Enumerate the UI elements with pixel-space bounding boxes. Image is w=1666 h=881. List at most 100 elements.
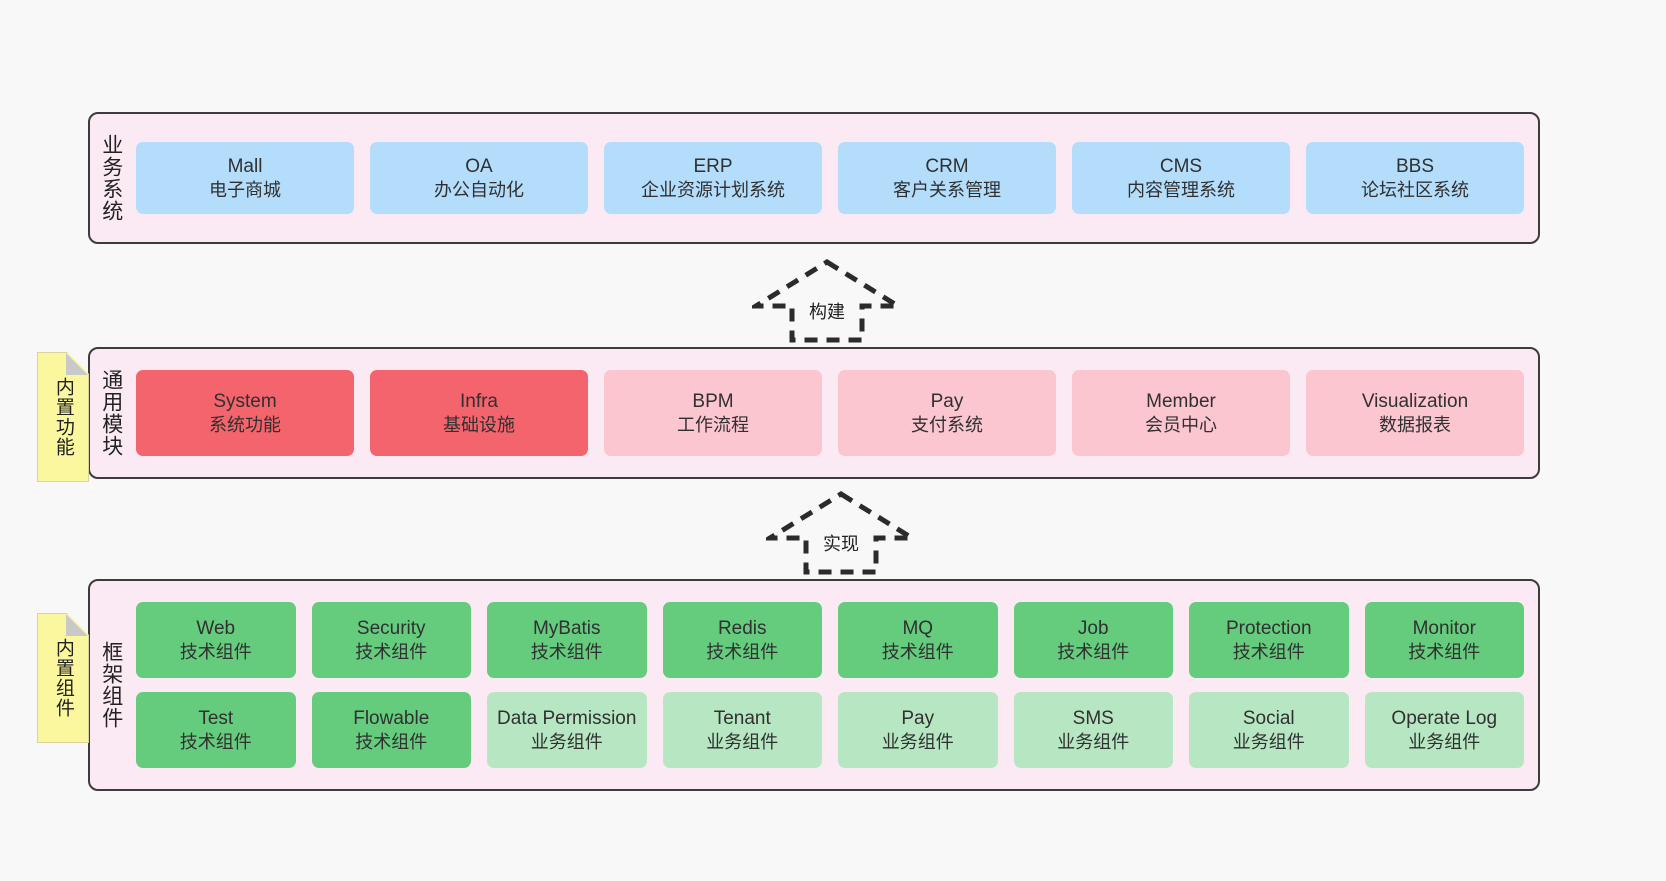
card-web-subtitle: 技术组件	[179, 641, 252, 662]
card-protection-title: Protection	[1225, 617, 1312, 639]
card-pay-module-subtitle: 支付系统	[911, 414, 983, 435]
card-mybatis-title: MyBatis	[532, 617, 601, 639]
card-test[interactable]: Test 技术组件	[136, 692, 296, 768]
card-visualization-subtitle: 数据报表	[1379, 414, 1451, 435]
card-sms-subtitle: 业务组件	[1057, 731, 1130, 752]
card-cms-title: CMS	[1159, 155, 1203, 177]
card-operate-log-subtitle: 业务组件	[1408, 731, 1481, 752]
note-builtin-components-label: 内置组件	[52, 638, 74, 718]
card-flowable-subtitle: 技术组件	[355, 731, 428, 752]
card-bbs[interactable]: BBS 论坛社区系统	[1306, 142, 1524, 214]
card-mq[interactable]: MQ 技术组件	[838, 602, 998, 678]
card-flowable[interactable]: Flowable 技术组件	[311, 692, 471, 768]
framework-tech-row: Web 技术组件 Security 技术组件 MyBatis 技术组件 Redi…	[136, 602, 1524, 678]
card-member-subtitle: 会员中心	[1145, 414, 1217, 435]
note-fold-corner-icon	[66, 353, 88, 375]
card-oa[interactable]: OA 办公自动化	[370, 142, 588, 214]
card-pay-component-title: Pay	[901, 707, 935, 729]
layer-framework-component-label: 框架组件	[99, 641, 123, 729]
card-sms-title: SMS	[1072, 707, 1114, 729]
card-tenant[interactable]: Tenant 业务组件	[662, 692, 822, 768]
card-security[interactable]: Security 技术组件	[311, 602, 471, 678]
card-tenant-subtitle: 业务组件	[706, 731, 779, 752]
card-cms[interactable]: CMS 内容管理系统	[1072, 142, 1290, 214]
card-social-title: Social	[1242, 707, 1295, 729]
card-flowable-title: Flowable	[353, 707, 430, 729]
card-oa-title: OA	[465, 155, 493, 177]
card-data-permission-title: Data Permission	[497, 707, 637, 729]
card-pay-module[interactable]: Pay 支付系统	[838, 370, 1056, 456]
card-pay-component[interactable]: Pay 业务组件	[838, 692, 998, 768]
card-operate-log-title: Operate Log	[1391, 707, 1498, 729]
card-web-title: Web	[196, 617, 236, 639]
card-monitor-title: Monitor	[1412, 617, 1476, 639]
card-visualization-title: Visualization	[1361, 390, 1469, 412]
card-sms[interactable]: SMS 业务组件	[1013, 692, 1173, 768]
card-erp-title: ERP	[693, 155, 733, 177]
card-redis[interactable]: Redis 技术组件	[662, 602, 822, 678]
card-mall-title: Mall	[227, 155, 263, 177]
card-erp[interactable]: ERP 企业资源计划系统	[604, 142, 822, 214]
card-system-title: System	[213, 390, 277, 412]
arrow-build-icon	[747, 259, 907, 343]
card-infra-subtitle: 基础设施	[443, 414, 515, 435]
card-system-subtitle: 系统功能	[209, 414, 281, 435]
card-erp-subtitle: 企业资源计划系统	[641, 179, 785, 200]
layer-common-module-body: System 系统功能 Infra 基础设施 BPM 工作流程 Pay 支付系统…	[132, 349, 1538, 477]
card-social-subtitle: 业务组件	[1232, 731, 1305, 752]
note-builtin-features: 内置功能	[37, 352, 89, 482]
card-infra[interactable]: Infra 基础设施	[370, 370, 588, 456]
card-mall-subtitle: 电子商城	[209, 179, 281, 200]
card-test-title: Test	[198, 707, 234, 729]
card-mybatis[interactable]: MyBatis 技术组件	[487, 602, 647, 678]
card-redis-subtitle: 技术组件	[706, 641, 779, 662]
layer-business-system: 业务系统 Mall 电子商城 OA 办公自动化 ERP 企业资源计划系统 CRM	[88, 112, 1540, 244]
card-mybatis-subtitle: 技术组件	[530, 641, 603, 662]
note-builtin-features-label: 内置功能	[52, 377, 74, 457]
arrow-implement: 实现	[761, 490, 921, 576]
card-monitor-subtitle: 技术组件	[1408, 641, 1481, 662]
layer-business-system-body: Mall 电子商城 OA 办公自动化 ERP 企业资源计划系统 CRM 客户关系…	[132, 114, 1538, 242]
card-social[interactable]: Social 业务组件	[1189, 692, 1349, 768]
card-test-subtitle: 技术组件	[179, 731, 252, 752]
arrow-implement-icon	[761, 491, 921, 575]
layer-framework-component-body: Web 技术组件 Security 技术组件 MyBatis 技术组件 Redi…	[132, 581, 1538, 789]
card-oa-subtitle: 办公自动化	[434, 179, 524, 200]
business-card-row: Mall 电子商城 OA 办公自动化 ERP 企业资源计划系统 CRM 客户关系…	[136, 142, 1524, 214]
common-card-row: System 系统功能 Infra 基础设施 BPM 工作流程 Pay 支付系统…	[136, 370, 1524, 456]
card-security-subtitle: 技术组件	[355, 641, 428, 662]
card-data-permission-subtitle: 业务组件	[530, 731, 603, 752]
arrow-build: 构建	[747, 258, 907, 344]
card-crm[interactable]: CRM 客户关系管理	[838, 142, 1056, 214]
card-bbs-title: BBS	[1395, 155, 1435, 177]
card-job[interactable]: Job 技术组件	[1013, 602, 1173, 678]
card-pay-module-title: Pay	[930, 390, 964, 412]
card-mq-title: MQ	[902, 617, 934, 639]
card-data-permission[interactable]: Data Permission 业务组件	[487, 692, 647, 768]
card-monitor[interactable]: Monitor 技术组件	[1364, 602, 1524, 678]
card-member[interactable]: Member 会员中心	[1072, 370, 1290, 456]
card-bpm-subtitle: 工作流程	[677, 414, 749, 435]
card-system[interactable]: System 系统功能	[136, 370, 354, 456]
card-bbs-subtitle: 论坛社区系统	[1361, 179, 1469, 200]
card-job-title: Job	[1077, 617, 1109, 639]
note-builtin-components: 内置组件	[37, 613, 89, 743]
card-crm-subtitle: 客户关系管理	[893, 179, 1001, 200]
card-web[interactable]: Web 技术组件	[136, 602, 296, 678]
card-security-title: Security	[356, 617, 426, 639]
card-protection-subtitle: 技术组件	[1232, 641, 1305, 662]
card-operate-log[interactable]: Operate Log 业务组件	[1364, 692, 1524, 768]
layer-framework-component: 框架组件 Web 技术组件 Security 技术组件 MyBatis 技术组件…	[88, 579, 1540, 791]
card-pay-component-subtitle: 业务组件	[881, 731, 954, 752]
card-visualization[interactable]: Visualization 数据报表	[1306, 370, 1524, 456]
layer-business-system-label: 业务系统	[99, 134, 123, 222]
card-protection[interactable]: Protection 技术组件	[1189, 602, 1349, 678]
card-infra-title: Infra	[459, 390, 499, 412]
card-bpm-title: BPM	[692, 390, 734, 412]
note-fold-corner-icon	[66, 614, 88, 636]
card-mall[interactable]: Mall 电子商城	[136, 142, 354, 214]
card-bpm[interactable]: BPM 工作流程	[604, 370, 822, 456]
card-mq-subtitle: 技术组件	[881, 641, 954, 662]
layer-common-module-label: 通用模块	[99, 369, 123, 457]
